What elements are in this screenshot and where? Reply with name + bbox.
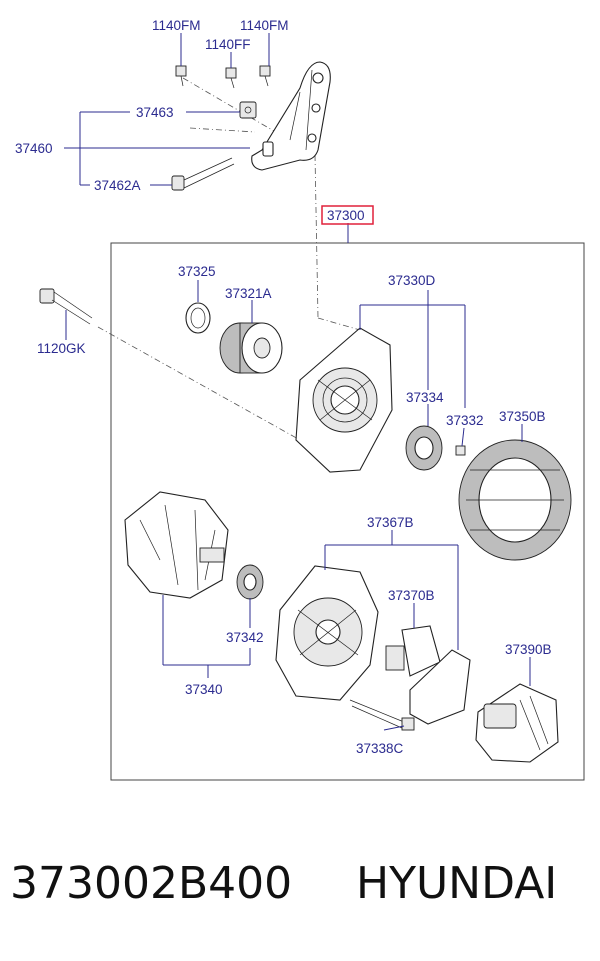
rotor-37340 (124, 491, 229, 599)
label-37463: 37463 (136, 105, 174, 120)
bearing-37342 (236, 564, 264, 600)
alignment-lines (97, 77, 361, 441)
label-37332: 37332 (446, 413, 484, 428)
long-bolt (171, 157, 235, 191)
ring-37325 (185, 302, 211, 334)
label-37330d: 37330D (388, 273, 436, 288)
cover-37390b (475, 683, 559, 763)
label-37462a: 37462A (94, 178, 141, 193)
part-number: 373002B400 (10, 858, 293, 909)
highlight-box-37300 (321, 205, 374, 225)
label-1140fm-right: 1140FM (240, 18, 289, 33)
front-housing-37330d (295, 327, 393, 473)
bolt-37338c (349, 699, 415, 731)
label-37390b: 37390B (505, 642, 552, 657)
bolts-top (175, 65, 271, 89)
label-37350b: 37350B (499, 409, 546, 424)
leader-lines (64, 33, 531, 731)
label-37370b: 37370B (388, 588, 435, 603)
rear-housing-37367b (275, 565, 379, 701)
stator-37350b (458, 439, 572, 561)
bracket-nut (239, 101, 257, 119)
label-37367b: 37367B (367, 515, 414, 530)
label-37300: 37300 (327, 208, 365, 223)
through-bolt-1120gk (39, 288, 93, 325)
footer: 373002B400 HYUNDAI (0, 858, 600, 918)
bearing-37334 (405, 425, 443, 471)
label-37340: 37340 (185, 682, 223, 697)
label-37460: 37460 (15, 141, 53, 156)
pulley-37321a (219, 322, 283, 374)
label-37334: 37334 (406, 390, 444, 405)
label-1120gk: 1120GK (37, 341, 86, 356)
screw-37332 (455, 445, 466, 456)
bracket-part (251, 61, 331, 171)
label-37342: 37342 (226, 630, 264, 645)
brand-name: HYUNDAI (356, 858, 558, 909)
label-1140fm-left: 1140FM (152, 18, 201, 33)
regulator-37370b (385, 625, 471, 725)
label-37338c: 37338C (356, 741, 404, 756)
label-37321a: 37321A (225, 286, 272, 301)
label-37325: 37325 (178, 264, 216, 279)
label-1140ff: 1140FF (205, 37, 251, 52)
